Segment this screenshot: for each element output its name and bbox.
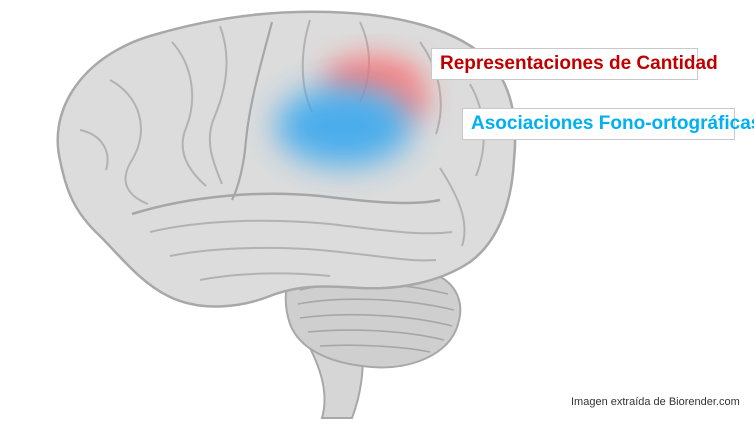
phono-orthographic-highlight (276, 86, 412, 166)
label-representaciones-de-cantidad: Representaciones de Cantidad (431, 48, 718, 80)
image-credit: Imagen extraída de Biorender.com (571, 396, 740, 408)
label-asociaciones-fono-ortograficas: Asociaciones Fono-ortográficas (462, 108, 754, 140)
